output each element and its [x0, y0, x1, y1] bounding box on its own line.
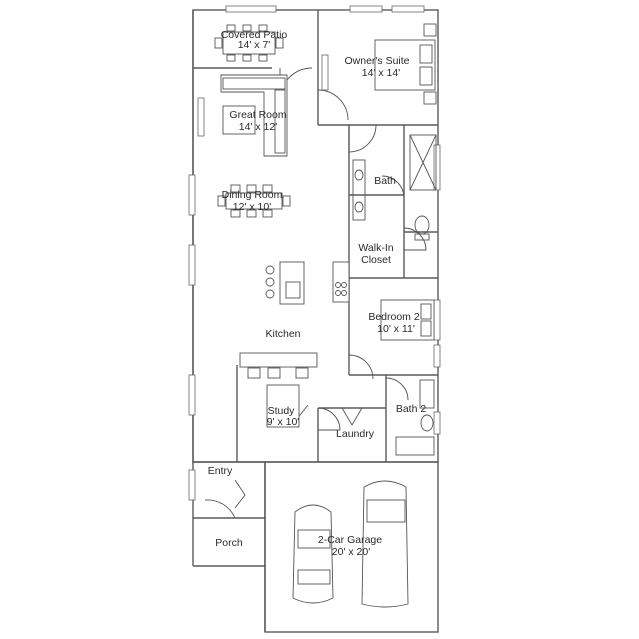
room-dims-covered-patio: 14' x 7': [238, 39, 271, 51]
room-name-garage: 2-Car Garage: [318, 534, 382, 546]
room-dims-great-room: 14' x 12': [239, 121, 277, 133]
room-name-owners-suite: Owner's Suite: [344, 55, 409, 67]
room-name-bedroom-2: Bedroom 2: [368, 311, 420, 323]
room-name-laundry: Laundry: [336, 428, 375, 440]
doors: [204, 67, 427, 519]
room-name-great-room: Great Room: [229, 109, 286, 121]
room-name-bath: Bath: [374, 175, 396, 187]
room-dims-bedroom-2: 10' x 11': [377, 323, 415, 335]
windows: [188, 5, 441, 501]
interior-walls: [193, 10, 438, 632]
room-dims-garage: 20' x 20': [332, 546, 370, 558]
room-name-study: Study: [268, 405, 296, 417]
furniture: [214, 23, 437, 608]
room-name-porch: Porch: [215, 537, 243, 549]
room-labels: Covered Patio 14' x 7' Owner's Suite 14'…: [208, 29, 427, 558]
room-name-walk-in-closet-line2: Closet: [361, 254, 391, 266]
room-name-dining-room: Dining Room: [222, 189, 283, 201]
room-dims-study: 9' x 10': [267, 416, 300, 428]
room-name-kitchen: Kitchen: [265, 328, 300, 340]
room-name-bath-2: Bath 2: [396, 403, 427, 415]
room-name-entry: Entry: [208, 465, 233, 477]
room-dims-owners-suite: 14' x 14': [362, 67, 400, 79]
room-name-covered-patio: Covered Patio: [221, 29, 288, 41]
room-name-walk-in-closet: Walk-In: [358, 242, 393, 254]
room-dims-dining-room: 12' x 10': [233, 201, 271, 213]
